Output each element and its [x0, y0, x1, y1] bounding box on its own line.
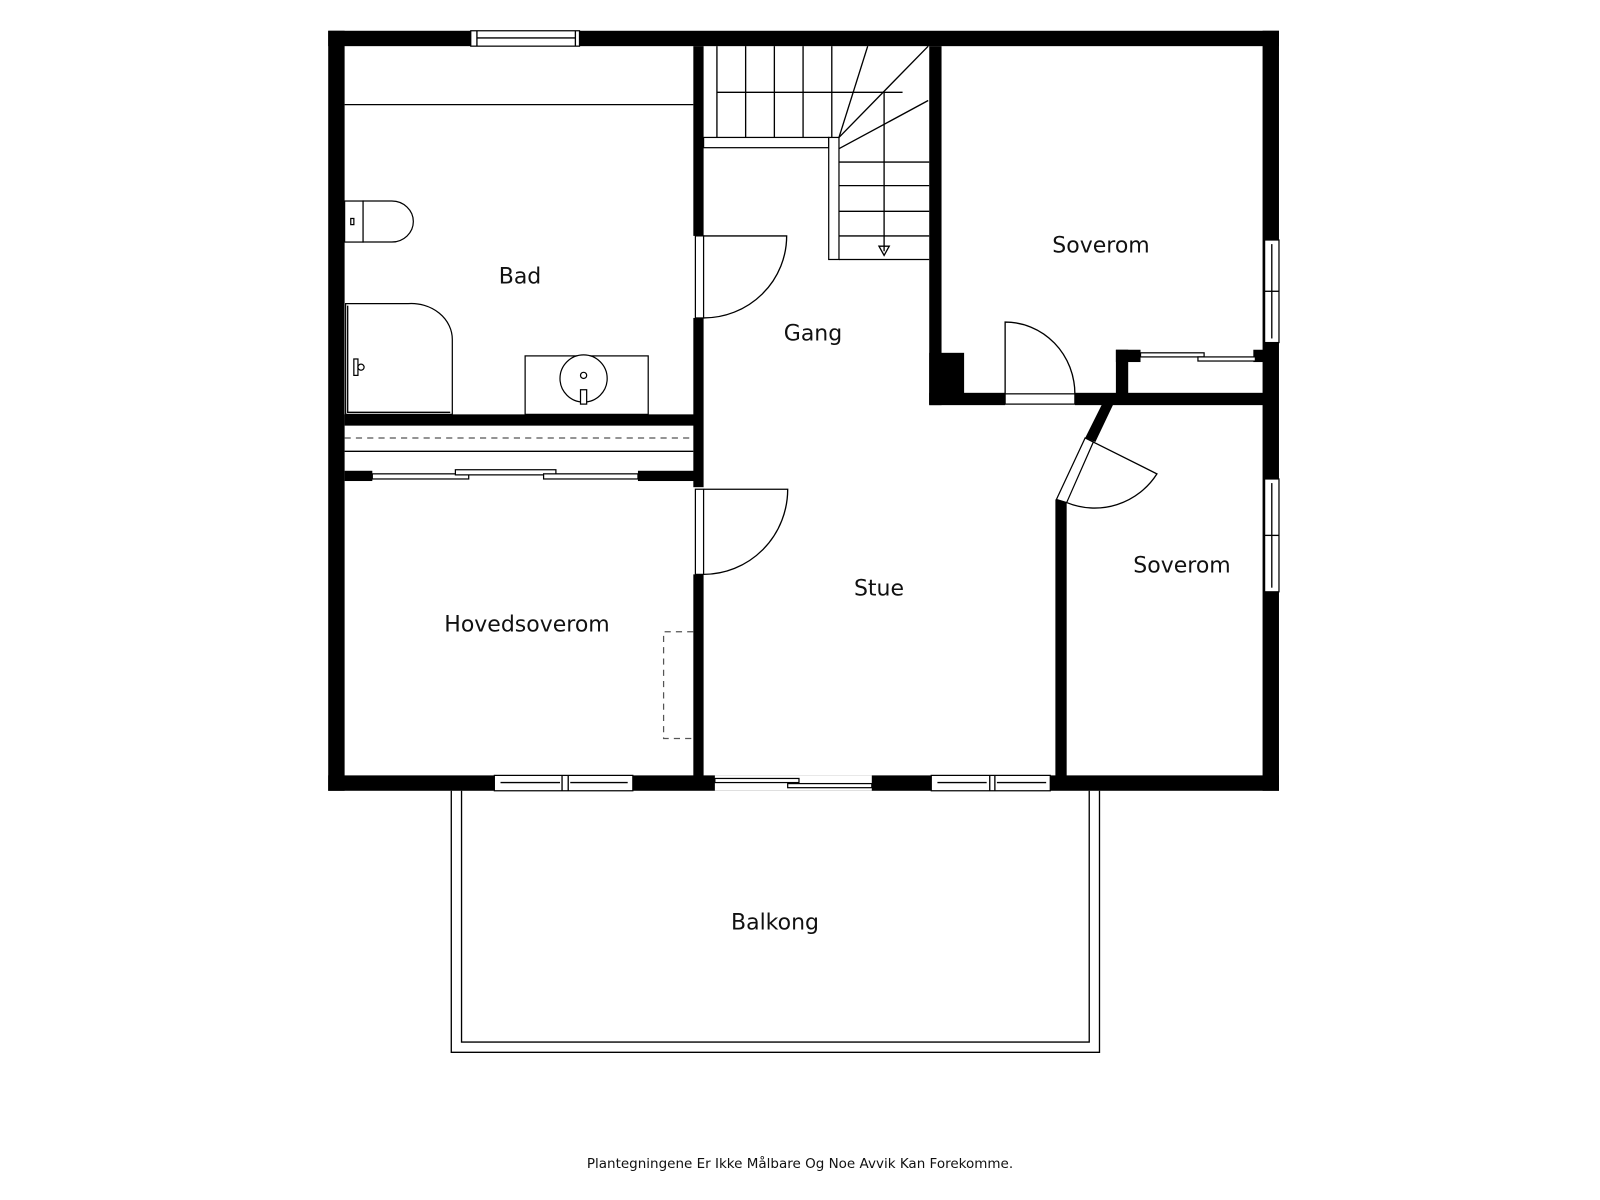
room-label-bad: Bad [498, 264, 542, 290]
wardrobe-strip [344, 437, 694, 480]
door-soverom-2 [1055, 437, 1158, 509]
window-top-bad [470, 30, 581, 47]
windows-bottom [493, 774, 1051, 792]
wardrobe-outline [662, 631, 694, 740]
shower-icon [345, 302, 453, 415]
interior-walls [344, 46, 1266, 780]
bad-fixtures [343, 103, 694, 415]
windows-right [1263, 239, 1280, 593]
door-bad [694, 235, 788, 319]
staircase-icon [702, 45, 930, 261]
disclaimer-text: Plantegningene Er Ikke Målbare Og Noe Av… [586, 1156, 1014, 1172]
door-soverom-1 [1004, 321, 1076, 405]
room-label-soverom-1: Soverom [1052, 233, 1150, 259]
room-label-hovedsoverom: Hovedsoverom [444, 612, 610, 638]
room-label-stue: Stue [853, 576, 905, 602]
door-hovedsoverom [694, 488, 789, 576]
balcony-railing [450, 790, 1101, 1053]
balcony-sliding-door[interactable] [714, 775, 873, 791]
closet-sliding-doors [1139, 352, 1256, 362]
toilet-icon [343, 200, 414, 243]
sink-icon [524, 354, 649, 415]
room-label-gang: Gang [783, 321, 843, 347]
room-label-balkong: Balkong [730, 910, 820, 936]
room-label-soverom-2: Soverom [1133, 553, 1231, 579]
